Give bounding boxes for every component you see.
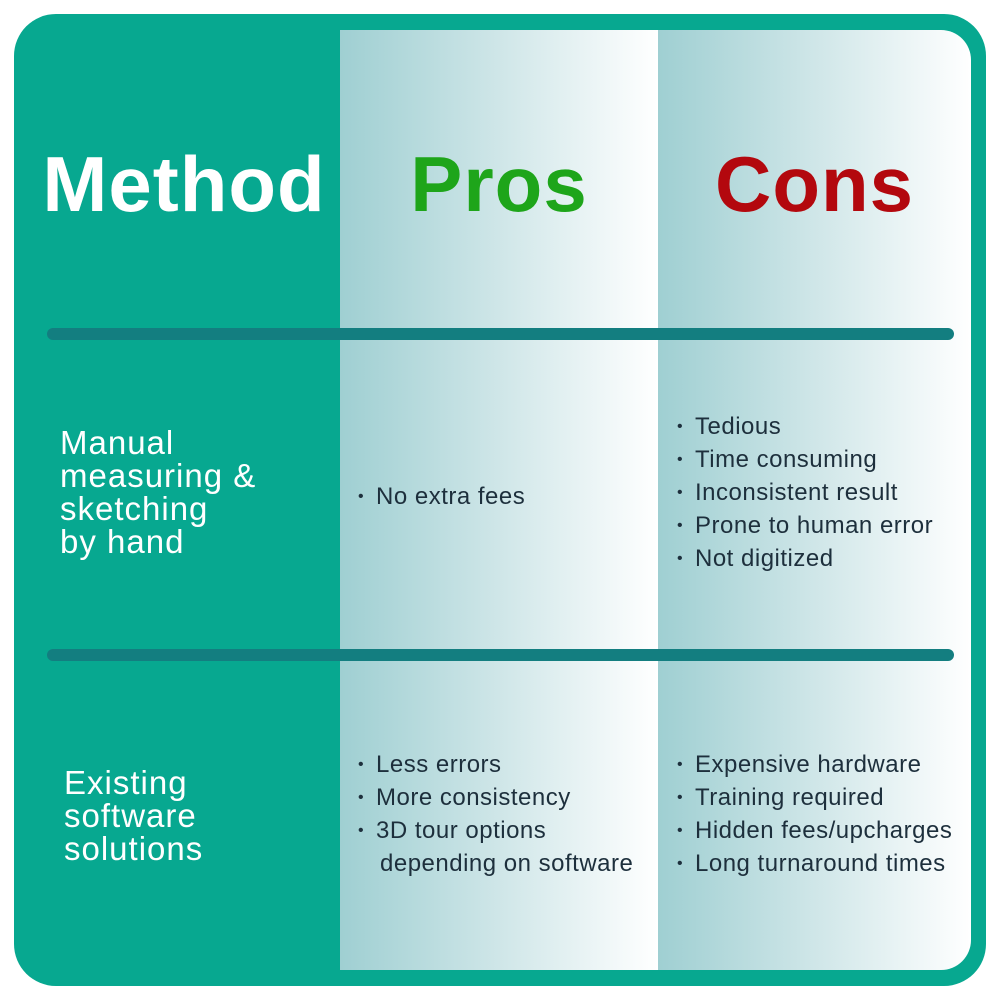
method-label-line: by hand xyxy=(60,523,185,560)
method-header: Method xyxy=(42,140,326,228)
comparison-card: Method Pros Cons Manual measuring & sket… xyxy=(14,14,986,986)
pros-header: Pros xyxy=(410,140,588,228)
method-label-line: Manual xyxy=(60,424,175,461)
method-label-line: sketching xyxy=(60,490,209,527)
pros-list-manual: No extra fees xyxy=(358,480,525,513)
list-item: Less errors xyxy=(358,748,633,781)
row-divider xyxy=(47,328,954,340)
list-item-continuation: depending on software xyxy=(380,850,634,877)
list-item: Long turnaround times xyxy=(677,847,952,880)
list-item: Prone to human error xyxy=(677,509,933,542)
list-item: Expensive hardware xyxy=(677,748,952,781)
method-label-manual: Manual measuring & sketching by hand xyxy=(60,426,330,558)
pros-list-software: Less errors More consistency 3D tour opt… xyxy=(358,748,633,880)
list-item: Tedious xyxy=(677,410,933,443)
cons-list-manual: Tedious Time consuming Inconsistent resu… xyxy=(677,410,933,575)
method-label-software: Existing software solutions xyxy=(64,766,334,865)
list-item: 3D tour options xyxy=(358,814,633,847)
list-item: Training required xyxy=(677,781,952,814)
method-label-line: measuring & xyxy=(60,457,257,494)
method-label-line: Existing xyxy=(64,764,188,801)
list-item: More consistency xyxy=(358,781,633,814)
cons-header: Cons xyxy=(715,140,914,228)
row-divider xyxy=(47,649,954,661)
list-item: No extra fees xyxy=(358,480,525,513)
method-label-line: software xyxy=(64,797,197,834)
cons-list-software: Expensive hardware Training required Hid… xyxy=(677,748,952,880)
list-item: Not digitized xyxy=(677,542,933,575)
list-item: Time consuming xyxy=(677,443,933,476)
list-item: Hidden fees/upcharges xyxy=(677,814,952,847)
list-item: Inconsistent result xyxy=(677,476,933,509)
method-label-line: solutions xyxy=(64,830,204,867)
